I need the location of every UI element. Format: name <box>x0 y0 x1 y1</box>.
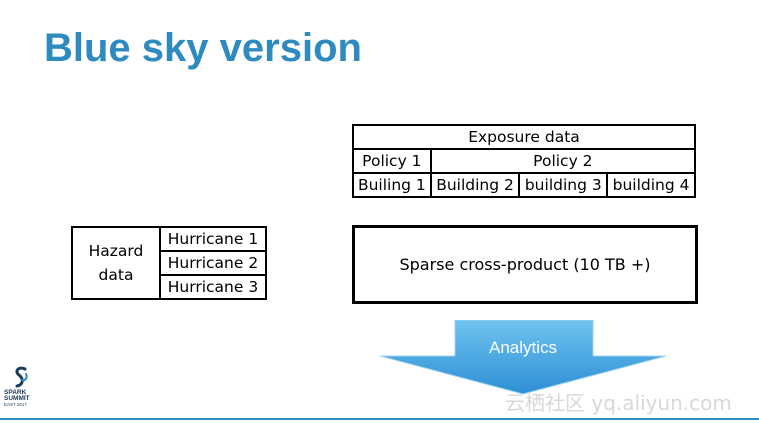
spark-summit-logo-icon <box>15 366 28 388</box>
policy-2-cell: Policy 2 <box>429 148 697 174</box>
building-1-cell: Builing 1 <box>352 172 432 198</box>
sparse-cross-product-label: Sparse cross-product (10 TB +) <box>399 255 651 274</box>
logo-text-spark: SPARK <box>4 389 27 396</box>
policy-1-cell: Policy 1 <box>352 148 432 174</box>
slide-title: Blue sky version <box>44 26 362 70</box>
hurricane-3-cell: Hurricane 3 <box>159 274 267 300</box>
exposure-data-header: Exposure data <box>352 124 696 150</box>
spark-summit-logo: SPARK SUMMIT EAST 2017 <box>4 366 44 412</box>
analytics-arrow-label: Analytics <box>489 338 557 357</box>
hazard-data-label: Hazard data <box>71 226 161 300</box>
analytics-arrow-shape <box>380 320 666 395</box>
hazard-data-label-text: Hazard data <box>88 242 144 284</box>
building-4-cell: building 4 <box>606 172 696 198</box>
hurricane-1-cell: Hurricane 1 <box>159 226 267 252</box>
sparse-cross-product-box: Sparse cross-product (10 TB +) <box>352 225 698 304</box>
building-3-cell: building 3 <box>518 172 609 198</box>
bottom-accent-line <box>0 418 759 420</box>
logo-text-east: EAST 2017 <box>4 402 27 407</box>
logo-text-summit: SUMMIT <box>4 395 30 402</box>
analytics-arrow: Analytics <box>380 320 666 395</box>
hazard-data-table: Hazard data Hurricane 1 Hurricane 2 Hurr… <box>71 226 267 300</box>
building-2-cell: Building 2 <box>429 172 521 198</box>
exposure-data-table: Exposure data Policy 1 Policy 2 Builing … <box>352 124 697 198</box>
hurricane-2-cell: Hurricane 2 <box>159 250 267 276</box>
watermark-text: 云栖社区 yq.aliyun.com <box>505 391 732 415</box>
